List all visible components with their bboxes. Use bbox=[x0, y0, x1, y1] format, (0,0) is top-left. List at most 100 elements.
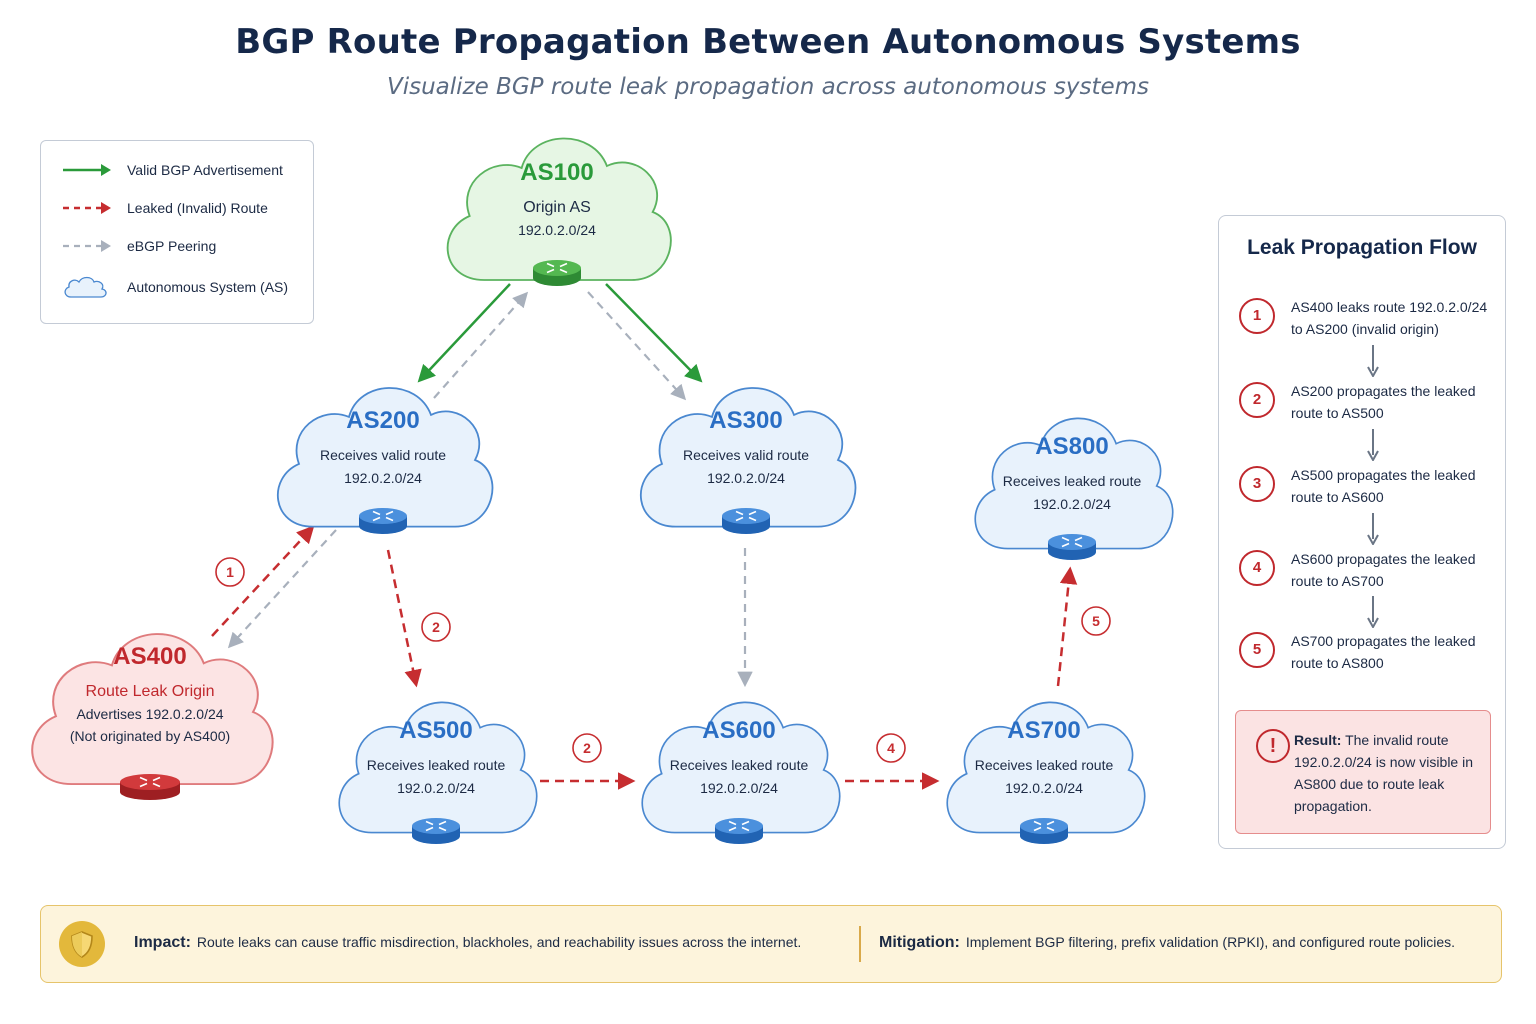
step-number-badge: 1 bbox=[1239, 298, 1275, 334]
cloud-shape bbox=[338, 701, 538, 834]
router-icon bbox=[722, 508, 770, 534]
page-title: BGP Route Propagation Between Autonomous… bbox=[235, 22, 1301, 62]
step-text: AS700 propagates the leaked route to AS8… bbox=[1291, 633, 1476, 671]
step-text: AS600 propagates the leaked route to AS7… bbox=[1291, 551, 1476, 589]
step-text: AS200 propagates the leaked route to AS5… bbox=[1291, 383, 1476, 421]
legend-label: eBGP Peering bbox=[127, 238, 217, 254]
page-subtitle: Visualize BGP route leak propagation acr… bbox=[386, 74, 1150, 100]
svg-text:5: 5 bbox=[1092, 613, 1100, 629]
flow-step: 2 AS200 propagates the leaked route to A… bbox=[1239, 380, 1501, 426]
as-name: AS700 bbox=[1007, 717, 1080, 744]
router-icon bbox=[120, 774, 180, 800]
router-icon bbox=[359, 508, 407, 534]
mitigation-text: Implement BGP filtering, prefix validati… bbox=[965, 934, 1456, 950]
result-callout: ! Result: The invalid route 192.0.2.0/24… bbox=[1235, 710, 1491, 834]
result-label: Result: bbox=[1294, 732, 1342, 748]
down-arrow-icon bbox=[1367, 513, 1379, 545]
impact-statement: Impact: Route leaks can cause traffic mis… bbox=[134, 934, 801, 952]
as-prefix: 192.0.2.0/24 bbox=[344, 470, 422, 486]
as-name: AS400 bbox=[113, 643, 186, 670]
down-arrow-icon bbox=[1367, 596, 1379, 628]
cloud-shape bbox=[639, 387, 857, 528]
as-name: AS200 bbox=[346, 407, 419, 434]
cloud-shape bbox=[641, 701, 841, 834]
cloud-icon bbox=[64, 276, 107, 298]
impact-text: Route leaks can cause traffic misdirecti… bbox=[196, 934, 802, 950]
router-icon bbox=[715, 818, 763, 844]
edge-leak-as400-as200 bbox=[211, 525, 315, 637]
svg-text:1: 1 bbox=[226, 564, 234, 580]
as-description: Origin AS bbox=[523, 199, 591, 216]
flow-step: 5 AS700 propagates the leaked route to A… bbox=[1239, 630, 1501, 676]
legend-label: Autonomous System (AS) bbox=[127, 279, 289, 295]
as-prefix: Advertises 192.0.2.0/24 bbox=[76, 706, 223, 722]
edge-peering-as100-as300 bbox=[587, 291, 687, 401]
legend-item-leaked: Leaked (Invalid) Route bbox=[61, 196, 268, 220]
mitigation-statement: Mitigation: Implement BGP filtering, pref… bbox=[879, 934, 1455, 952]
legend-item-peering: eBGP Peering bbox=[61, 234, 216, 258]
edge-valid-as100-as300 bbox=[605, 283, 703, 383]
legend-item-valid: Valid BGP Advertisement bbox=[61, 158, 283, 182]
step-number-badge: 2 bbox=[1239, 382, 1275, 418]
as-description: Receives leaked route bbox=[670, 757, 809, 773]
cloud-shape bbox=[974, 417, 1174, 550]
as-prefix: 192.0.2.0/24 bbox=[1005, 780, 1083, 796]
edge-badge-4: 4 bbox=[876, 733, 906, 763]
as-name: AS500 bbox=[399, 717, 472, 744]
as-name: AS100 bbox=[520, 159, 593, 186]
as-prefix: 192.0.2.0/24 bbox=[397, 780, 475, 796]
step-number-badge: 5 bbox=[1239, 632, 1275, 668]
edge-peering-as200-as400 bbox=[227, 529, 337, 649]
step-text: AS500 propagates the leaked route to AS6… bbox=[1291, 467, 1476, 505]
as-description: Route Leak Origin bbox=[86, 683, 215, 700]
cloud-shape bbox=[446, 137, 672, 281]
flow-step: 4 AS600 propagates the leaked route to A… bbox=[1239, 548, 1501, 594]
router-icon bbox=[1048, 534, 1096, 560]
mitigation-label: Mitigation: bbox=[879, 934, 960, 951]
as-description: Receives leaked route bbox=[367, 757, 506, 773]
step-text: AS400 leaks route 192.0.2.0/24 to AS200 … bbox=[1291, 299, 1488, 337]
edge-badge-2a: 2 bbox=[421, 612, 451, 642]
as-description: Receives leaked route bbox=[975, 757, 1114, 773]
leaked-arrow-icon bbox=[63, 202, 111, 214]
result-text: Result: The invalid route 192.0.2.0/24 i… bbox=[1294, 729, 1486, 817]
leak-propagation-flow-panel: Leak Propagation Flow 1 AS400 leaks rout… bbox=[1218, 215, 1506, 849]
step-number-badge: 3 bbox=[1239, 466, 1275, 502]
as-prefix: 192.0.2.0/24 bbox=[518, 222, 596, 238]
edge-leak-as700-as800 bbox=[1056, 566, 1078, 687]
peering-arrow-icon bbox=[63, 240, 111, 252]
legend-item-as: Autonomous System (AS) bbox=[61, 275, 288, 299]
as-prefix: 192.0.2.0/24 bbox=[1033, 496, 1111, 512]
router-icon bbox=[533, 260, 581, 286]
impact-mitigation-banner: Impact: Route leaks can cause traffic mis… bbox=[40, 905, 1502, 983]
impact-label: Impact: bbox=[134, 934, 191, 951]
step-number-badge: 4 bbox=[1239, 550, 1275, 586]
as-name: AS300 bbox=[709, 407, 782, 434]
as-prefix: 192.0.2.0/24 bbox=[707, 470, 785, 486]
cloud-shape bbox=[946, 701, 1146, 834]
alert-icon: ! bbox=[1256, 729, 1290, 763]
valid-arrow-icon bbox=[63, 164, 111, 176]
svg-text:4: 4 bbox=[887, 740, 895, 756]
as-prefix: 192.0.2.0/24 bbox=[700, 780, 778, 796]
as-note: (Not originated by AS400) bbox=[70, 728, 230, 744]
result-body: The invalid route 192.0.2.0/24 is now vi… bbox=[1294, 732, 1473, 814]
flow-title: Leak Propagation Flow bbox=[1247, 236, 1477, 259]
edge-leak-as200-as500 bbox=[386, 549, 422, 688]
down-arrow-icon bbox=[1367, 429, 1379, 461]
legend-label: Valid BGP Advertisement bbox=[127, 162, 283, 178]
svg-text:2: 2 bbox=[583, 740, 591, 756]
edge-peering-as200-as100 bbox=[433, 291, 529, 399]
cloud-shape bbox=[31, 633, 274, 786]
router-icon bbox=[412, 818, 460, 844]
cloud-shape bbox=[276, 387, 494, 528]
as-description: Receives leaked route bbox=[1003, 473, 1142, 489]
